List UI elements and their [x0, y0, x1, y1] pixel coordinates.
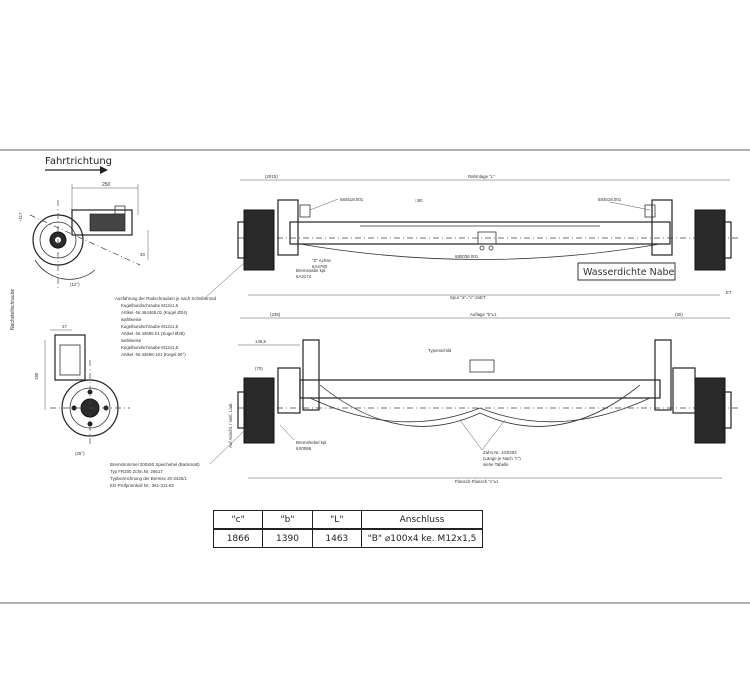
note-line-8: Artikel.-Nr.43696-101 (Kegel 60°): [121, 352, 186, 357]
dim-30: 30: [140, 252, 145, 257]
table-cell-c: 1866: [212, 528, 264, 548]
table-header-c: "c": [212, 510, 264, 530]
table-cell-l: 1463: [311, 528, 363, 548]
achse-label: "Z" Achse: [312, 258, 332, 263]
typenschild-label: Typenschild: [428, 348, 452, 353]
dim-180: 180: [34, 372, 39, 380]
auflage-label: Auflage "b"±1: [470, 312, 497, 317]
sq80-label: □80: [415, 198, 423, 203]
note-line-5: Artikel.-Nr.43695.01 (Kugel Ø28): [121, 331, 185, 336]
bremsheber-label: Bremshebel kpl.: [296, 440, 327, 445]
note-line-6: wahlweise: [121, 338, 142, 343]
dim-27: 27: [62, 324, 67, 329]
rahmlage-label: Rahmlage "L": [468, 174, 495, 179]
spur-label: Spur "a"="c"-2xET: [450, 295, 486, 300]
part-684518-left: 684518.001: [340, 197, 364, 202]
hub-top-right: [694, 209, 726, 271]
bremsnabe-num: 6A3174: [296, 274, 312, 279]
table-header-l: "L": [311, 510, 363, 530]
brake-line-3: EG-Prüfprotokoll Nr.: 361-311-83: [110, 483, 174, 488]
note-line-4: Kugelbundschraube M12x1,5: [121, 324, 179, 329]
zahn-note2: siehe Tabelle: [483, 462, 509, 467]
bremsnabe-label: Bremsnabe kpl.: [296, 268, 327, 273]
achse-num: 6A4780: [312, 264, 328, 269]
brake-line-1: Typ FR200 Zchn.Nr. 26617: [110, 469, 163, 474]
dim-12deg: (12°): [70, 282, 80, 287]
table-row: 1866 1390 1463 "B" ⌀100x4 ke. M12x1,5: [212, 528, 483, 548]
direction-arrow-icon: [45, 166, 108, 174]
table-cell-anschluss: "B" ⌀100x4 ke. M12x1,5: [361, 528, 483, 548]
hub-bottom-right: [694, 377, 726, 444]
dim-et: ET: [726, 290, 732, 295]
zahn-note: (Länge je Nach "c"): [483, 456, 521, 461]
dim-1465: 146,5: [255, 339, 267, 344]
dim-250: 250: [102, 182, 111, 188]
dim-238: (238): [270, 312, 281, 317]
table-header-row: "c" "b" "L" Anschluss: [212, 510, 483, 530]
brake-line-2: Typbezeichnung der Bremse 20-2425/1: [110, 476, 187, 481]
part-684518-right: 684518.001: [598, 197, 622, 202]
waterproof-label: Wasserdichte Nabe: [583, 267, 675, 278]
dim-25deg: (25°): [75, 451, 85, 456]
auflage-ang-label: Auf Anschl. / seitl. Ladr.: [228, 402, 233, 448]
note-line-3: wahlweise: [121, 317, 142, 322]
hub-top-left: [243, 209, 275, 271]
table-cell-b: 1390: [262, 528, 313, 548]
brake-line-0: Bremstrommel 200x50 Speichebel (Backmatt…: [110, 462, 200, 467]
dim-30-right: (30): [675, 312, 683, 317]
note-line-1: Kugelbundschraube M12x1,5: [121, 303, 179, 308]
zahn-label: Zahn.Nr. 1G0202: [483, 450, 517, 455]
note-line-2: Artikel.-Nr.464465.01 (Kugel Ø24): [121, 310, 188, 315]
note-line-7: Kegelbundschraube M12x1,5: [121, 345, 179, 350]
dim-2015: (2015): [265, 174, 278, 179]
hub-bottom-left: [243, 377, 275, 444]
axle-front-view: (238) Auflage "b"±1 (30) 146,5 (70) Type…: [228, 312, 740, 484]
side-view-top: 250 (12°) 30 ~117: [18, 182, 149, 290]
table-header-b: "b": [262, 510, 313, 530]
waterproof-hub-box: Wasserdichte Nabe: [577, 262, 676, 281]
nachstellschraube-label: Nachstellschraube: [10, 289, 16, 330]
dim-117: ~117: [18, 212, 23, 222]
axle-top-view: (2015) Rahmlage "L" 684518.001 684518.00…: [237, 174, 740, 300]
part-680036: 680036.001: [455, 254, 479, 259]
flansch-label: Flansch-Flansch "c"±1: [455, 479, 499, 484]
side-view-bottom: 27 180 (25°): [34, 324, 130, 456]
spec-table: "c" "b" "L" Anschluss 1866 1390 1463 "B"…: [212, 510, 483, 548]
note-line-0: Ausführung der Radschrauben je nach Sche…: [115, 296, 217, 301]
dim-70: (70): [255, 366, 263, 371]
direction-label: Fahrtrichtung: [45, 156, 112, 167]
wheel-bolt-note: Ausführung der Radschrauben je nach Sche…: [115, 261, 246, 357]
bremsheber-num: 6X0086: [296, 446, 312, 451]
brake-note: Bremstrommel 200x50 Speichebel (Backmatt…: [110, 429, 246, 488]
table-header-anschluss: Anschluss: [361, 510, 483, 530]
